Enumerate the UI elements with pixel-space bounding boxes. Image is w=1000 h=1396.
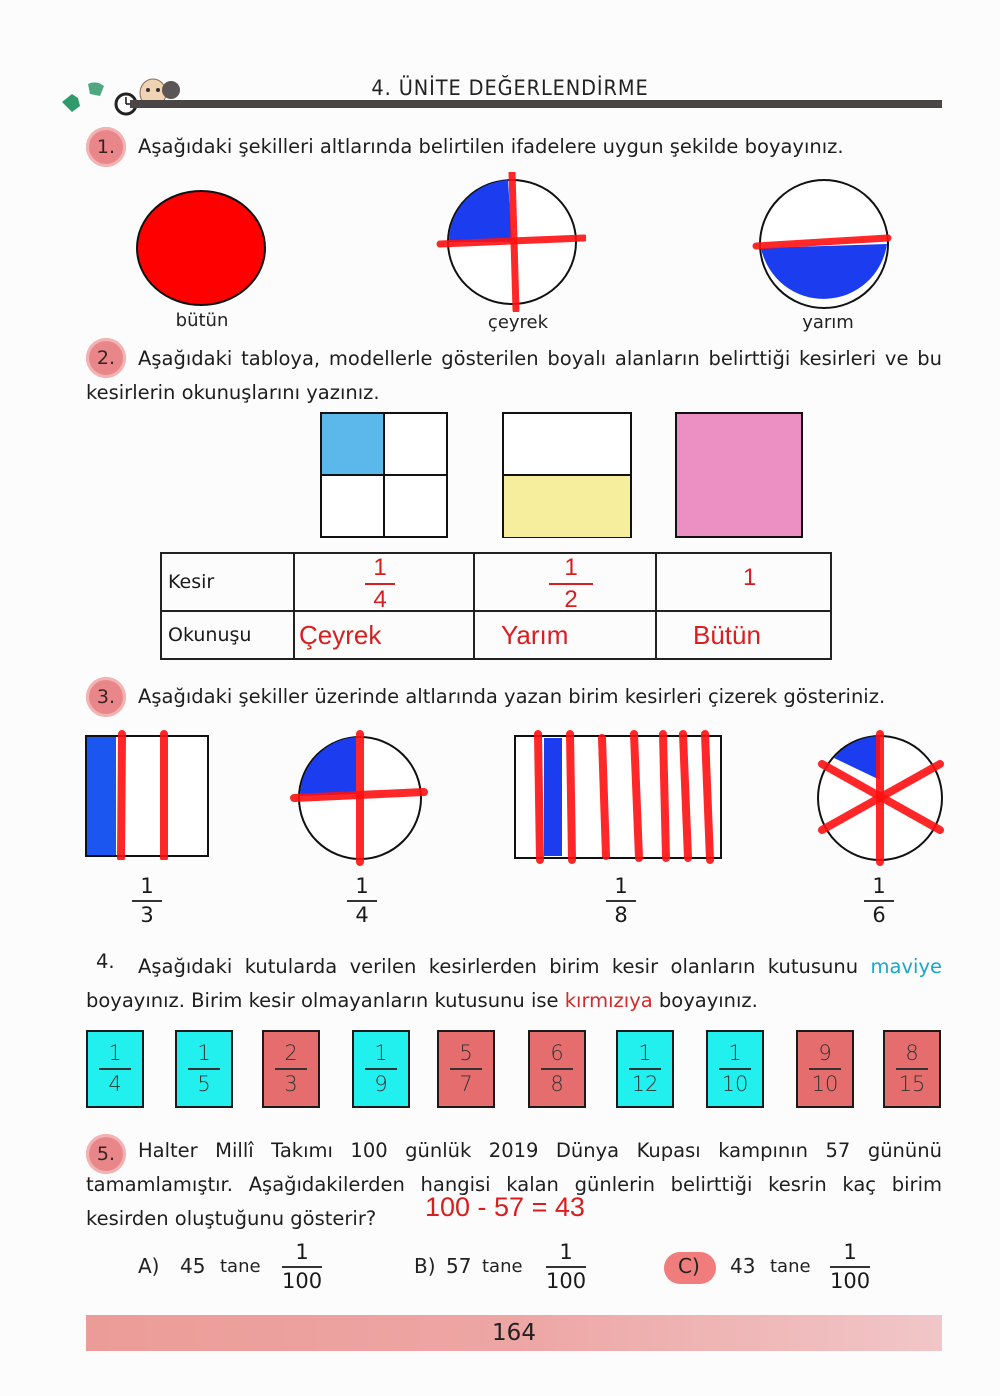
rectangle-eighths-icon (514, 730, 722, 864)
word-maviye: maviye (870, 955, 942, 978)
q1-shape-quarter[interactable] (436, 168, 588, 316)
page-title: 4. ÜNİTE DEĞERLENDİRME (371, 76, 649, 100)
question-5-text: Halter Millî Takımı 100 günlük 2019 Düny… (86, 1139, 942, 1230)
question-number-4: 4. (96, 950, 115, 973)
word-kirmiziya: kırmızıya (564, 989, 653, 1012)
q1-label-whole: bütün (175, 310, 229, 331)
q3-fraction-1: 1 3 (132, 876, 162, 926)
q1-label-quarter: çeyrek (487, 312, 549, 333)
leaf-clock-owl-icon (62, 78, 180, 116)
page-number: 164 (492, 1320, 536, 1346)
handwritten-answer: 100 - 57 = 43 (425, 1192, 585, 1222)
selected-answer-highlight (664, 1252, 716, 1284)
question-number-1: 1. (86, 127, 126, 167)
q2-model-quarter (320, 412, 448, 544)
q2-model-half (502, 412, 632, 544)
q1-shape-whole[interactable] (136, 190, 268, 312)
table-cell-fraction-1[interactable]: 1 4 (293, 552, 475, 612)
question-1-text: Aşağıdaki şekilleri altlarında belirtile… (138, 135, 844, 158)
circle-whole-icon (136, 190, 266, 306)
q3-shape-sixths[interactable] (812, 730, 948, 870)
table-cell-reading-1[interactable]: Çeyrek (293, 610, 475, 660)
q3-fraction-4: 1 6 (864, 876, 894, 926)
question-number-3: 3. (86, 677, 126, 717)
table-cell-fraction-2[interactable]: 1 2 (473, 552, 657, 612)
table-label-okunusu: Okunuşu (160, 610, 295, 660)
circle-sixths-icon (817, 730, 944, 866)
table-cell-fraction-3[interactable]: 1 (655, 552, 832, 612)
circle-quarter-icon (436, 168, 588, 314)
header-decoration (58, 76, 188, 120)
q3-shape-thirds[interactable] (84, 730, 212, 864)
rectangle-thirds-icon (85, 730, 209, 862)
table-cell-reading-2[interactable]: Yarım (473, 610, 657, 660)
footer-bar: 164 (86, 1315, 942, 1351)
q3-shape-eighths[interactable] (512, 730, 726, 868)
question-number-2: 2. (86, 338, 126, 378)
header-rule (130, 100, 942, 108)
question-4-text: Aşağıdaki kutularda verilen kesirlerden … (86, 955, 942, 1012)
fraction-table: Kesir 1 4 1 2 1 Okunuşu Çeyrek Yarım Büt… (160, 552, 832, 660)
q1-label-half: yarım (802, 312, 854, 333)
q3-shape-quarters[interactable] (290, 730, 430, 870)
question-2-text: Aşağıdaki tabloya, modellerle gösterilen… (86, 347, 942, 404)
q1-shape-half[interactable] (748, 172, 898, 316)
question-3-text: Aşağıdaki şekiller üzerinde altlarında y… (138, 685, 886, 708)
q2-model-whole (675, 412, 805, 544)
q3-fraction-3: 1 8 (606, 876, 636, 926)
table-label-kesir: Kesir (160, 552, 295, 612)
circle-half-icon (752, 179, 892, 309)
q3-fraction-2: 1 4 (347, 876, 377, 926)
question-number-5: 5. (86, 1134, 126, 1174)
circle-quarters-icon (290, 730, 428, 866)
table-cell-reading-3[interactable]: Bütün (655, 610, 832, 660)
